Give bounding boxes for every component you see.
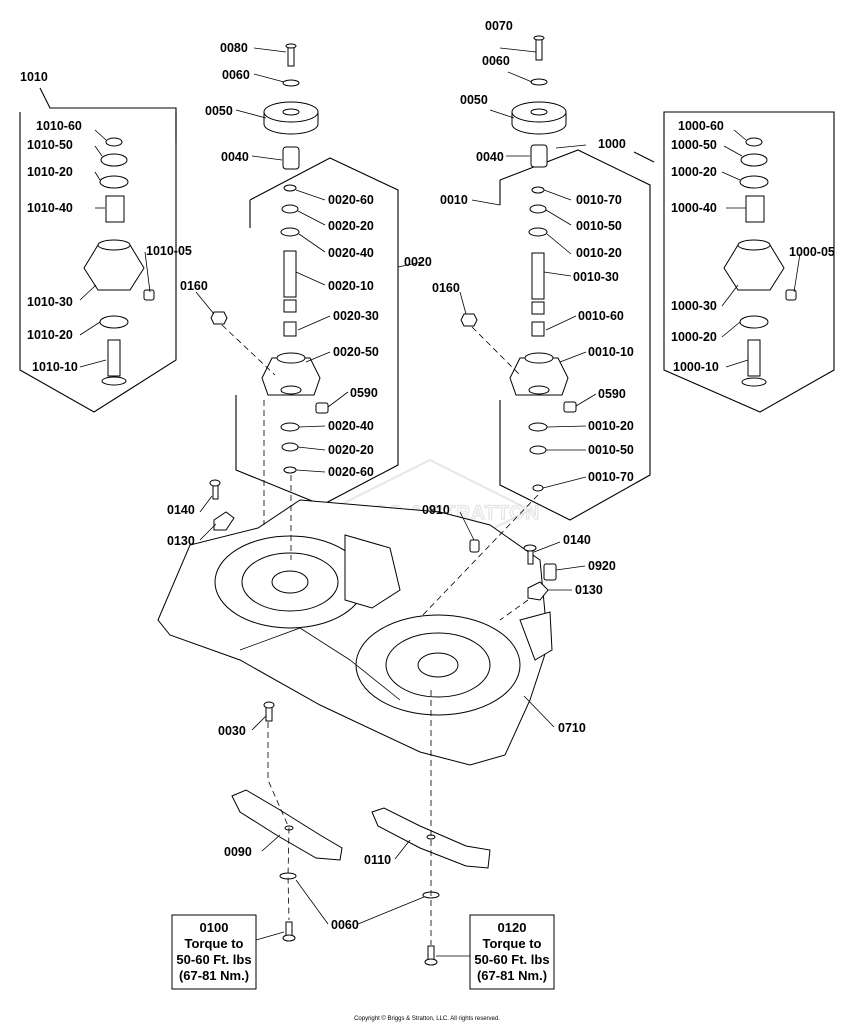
label-0040-left: 0040 xyxy=(221,150,249,164)
label-0060-bottom: 0060 xyxy=(331,918,359,932)
label-1000-20-bottom: 1000-20 xyxy=(671,330,717,344)
bolt-0070 xyxy=(535,37,543,61)
label-0010-50-bottom: 0010-50 xyxy=(588,443,634,457)
label-0590-left: 0590 xyxy=(350,386,378,400)
blades xyxy=(231,789,491,869)
label-0920: 0920 xyxy=(588,559,616,573)
label-1000-30: 1000-30 xyxy=(671,299,717,313)
housing-1010-30 xyxy=(83,244,145,291)
label-0020-40-bottom: 0020-40 xyxy=(328,419,374,433)
left-spindle-stack xyxy=(210,43,329,474)
washer-0060-top xyxy=(282,79,300,87)
label-0040-right: 0040 xyxy=(476,150,504,164)
housing-1000-30 xyxy=(723,244,785,291)
label-0030: 0030 xyxy=(218,724,246,738)
label-0710: 0710 xyxy=(558,721,586,735)
label-0590-right: 0590 xyxy=(598,387,626,401)
label-0080: 0080 xyxy=(220,41,248,55)
kit-1000-parts xyxy=(723,137,797,387)
label-0020: 0020 xyxy=(404,255,432,269)
label-0010: 0010 xyxy=(440,193,468,207)
label-1010: 1010 xyxy=(20,70,48,84)
label-1010-10: 1010-10 xyxy=(32,360,78,374)
label-0160-left: 0160 xyxy=(180,279,208,293)
frame-0020 xyxy=(235,157,399,506)
label-0140-left: 0140 xyxy=(167,503,195,517)
label-0060-right: 0060 xyxy=(482,54,510,68)
kit-frame-1000 xyxy=(633,111,835,413)
bolt-0080 xyxy=(287,45,295,67)
kit-1010-parts xyxy=(83,137,155,386)
label-1010-30: 1010-30 xyxy=(27,295,73,309)
label-1010-20-top: 1010-20 xyxy=(27,165,73,179)
leader-lines xyxy=(79,47,801,957)
label-0910: 0910 xyxy=(422,503,450,517)
label-0020-50: 0020-50 xyxy=(333,345,379,359)
label-0140-right: 0140 xyxy=(563,533,591,547)
copyright-notice: Copyright © Briggs & Stratton, LLC. All … xyxy=(354,1015,500,1022)
lower-hardware xyxy=(279,872,440,966)
label-0020-30: 0020-30 xyxy=(333,309,379,323)
torque-left-line3: (67-81 Nm.) xyxy=(179,968,249,983)
frame-0010 xyxy=(499,149,651,521)
torque-left-line2: 50-60 Ft. lbs xyxy=(176,952,251,967)
label-0130-right: 0130 xyxy=(575,583,603,597)
label-1010-50: 1010-50 xyxy=(27,138,73,152)
label-0010-20-bottom: 0010-20 xyxy=(588,419,634,433)
deck-hardware xyxy=(209,479,557,722)
grease-fitting-0590 xyxy=(315,402,329,414)
label-0070: 0070 xyxy=(485,19,513,33)
label-0020-60-bottom: 0020-60 xyxy=(328,465,374,479)
spindle-housing-0020-50 xyxy=(261,357,321,396)
label-1000-20-top: 1000-20 xyxy=(671,165,717,179)
torque-box-right: 0120 Torque to 50-60 Ft. lbs (67-81 Nm.) xyxy=(469,914,555,990)
label-1010-60: 1010-60 xyxy=(36,119,82,133)
assembly-lines xyxy=(221,324,539,945)
label-0060-left: 0060 xyxy=(222,68,250,82)
spacer-0040 xyxy=(282,146,300,170)
kit-frame-1010 xyxy=(19,87,177,413)
torque-right-part: 0120 xyxy=(498,920,527,935)
label-1000-10: 1000-10 xyxy=(673,360,719,374)
nut-0160 xyxy=(210,311,228,325)
label-0110: 0110 xyxy=(364,853,391,867)
label-0160-right: 0160 xyxy=(432,281,460,295)
label-0010-70-bottom: 0010-70 xyxy=(588,470,634,484)
torque-left-line1: Torque to xyxy=(185,936,244,951)
label-0010-50-top: 0010-50 xyxy=(576,219,622,233)
label-0010-10: 0010-10 xyxy=(588,345,634,359)
label-0020-20-bottom: 0020-20 xyxy=(328,443,374,457)
label-0090: 0090 xyxy=(224,845,252,859)
label-0020-10: 0020-10 xyxy=(328,279,374,293)
spindle-housing-0010-10 xyxy=(509,357,569,396)
mower-deck-0710 xyxy=(157,499,553,766)
label-0010-30: 0010-30 xyxy=(573,270,619,284)
label-0020-40-top: 0020-40 xyxy=(328,246,374,260)
label-0020-20-top: 0020-20 xyxy=(328,219,374,233)
torque-box-left: 0100 Torque to 50-60 Ft. lbs (67-81 Nm.) xyxy=(171,914,257,990)
label-0130-left: 0130 xyxy=(167,534,195,548)
torque-left-part: 0100 xyxy=(200,920,229,935)
label-0050-left: 0050 xyxy=(205,104,233,118)
right-spindle-stack xyxy=(460,35,577,492)
label-1000-50: 1000-50 xyxy=(671,138,717,152)
label-0010-60: 0010-60 xyxy=(578,309,624,323)
part-labels: 0080 0060 0050 0040 0020-60 0020-20 0020… xyxy=(20,19,835,932)
blade-0090 xyxy=(231,789,343,861)
label-1010-05: 1010-05 xyxy=(146,244,192,258)
label-0050-right: 0050 xyxy=(460,93,488,107)
torque-right-line1: Torque to xyxy=(483,936,542,951)
label-1000-60: 1000-60 xyxy=(678,119,724,133)
label-1010-20-bottom: 1010-20 xyxy=(27,328,73,342)
label-1000-40: 1000-40 xyxy=(671,201,717,215)
label-0010-20-top: 0010-20 xyxy=(576,246,622,260)
label-1010-40: 1010-40 xyxy=(27,201,73,215)
label-0020-60-top: 0020-60 xyxy=(328,193,374,207)
torque-right-line2: 50-60 Ft. lbs xyxy=(474,952,549,967)
label-1000-05: 1000-05 xyxy=(789,245,835,259)
torque-right-line3: (67-81 Nm.) xyxy=(477,968,547,983)
label-1000: 1000 xyxy=(598,137,626,151)
label-0010-70-top: 0010-70 xyxy=(576,193,622,207)
